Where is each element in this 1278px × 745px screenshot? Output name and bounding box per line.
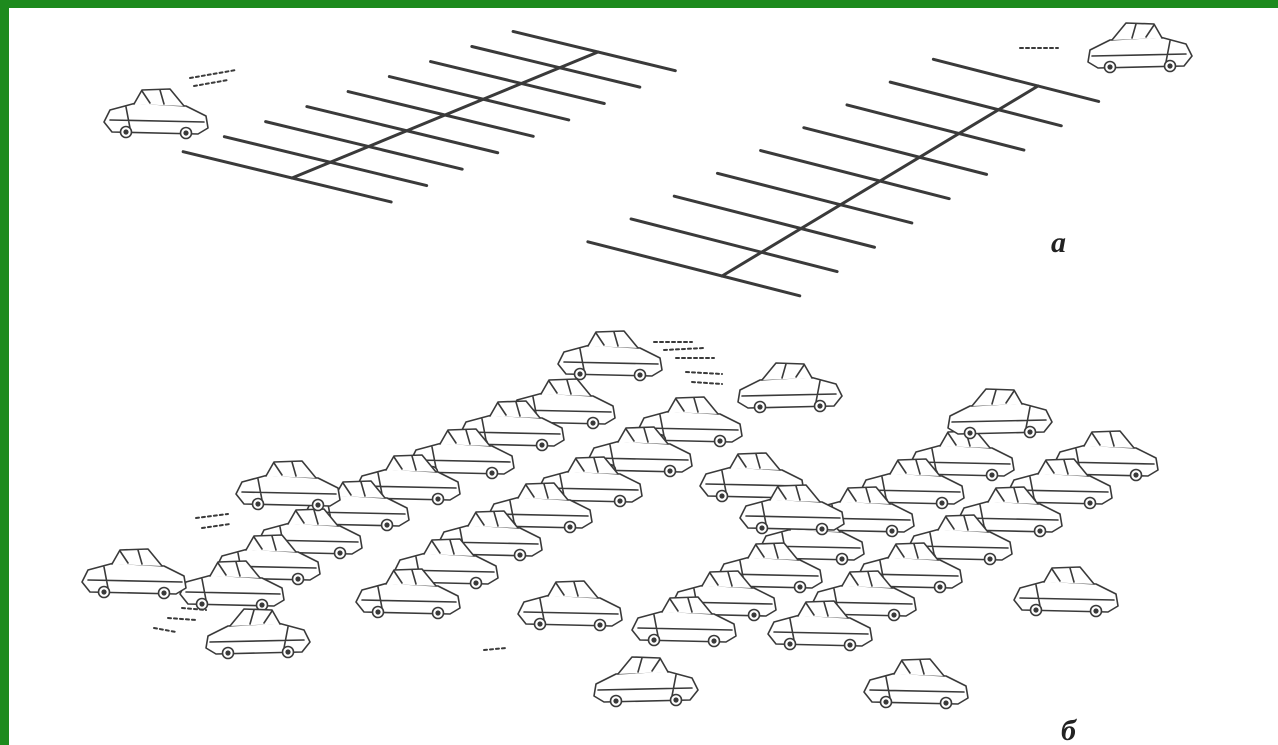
- stall-line: [431, 62, 605, 104]
- left-stall-lot: [183, 31, 675, 201]
- car-icon: [518, 581, 622, 631]
- stall-line: [472, 46, 640, 87]
- cars-layer: [82, 23, 1192, 709]
- motion-dash: [686, 372, 722, 374]
- scheme-label-b: б: [1061, 714, 1076, 745]
- motion-dash: [196, 514, 228, 518]
- stall-line: [348, 92, 533, 137]
- motion-dash: [190, 70, 236, 78]
- car-icon: [236, 461, 340, 511]
- car-icon: [948, 389, 1052, 439]
- motion-dash: [154, 628, 176, 632]
- motion-dash: [194, 80, 228, 86]
- stall-line: [307, 107, 498, 153]
- car-icon: [1088, 23, 1192, 73]
- motion-dash: [692, 382, 722, 384]
- car-icon: [594, 657, 698, 707]
- car-icon: [558, 331, 662, 381]
- stall-line: [389, 77, 568, 120]
- parking-diagram: [9, 8, 1278, 745]
- scheme-label-a: а: [1051, 226, 1066, 260]
- car-icon: [104, 89, 208, 139]
- car-icon: [738, 363, 842, 413]
- stall-line: [933, 59, 1098, 101]
- car-icon: [206, 609, 310, 659]
- motion-dash: [664, 348, 704, 350]
- car-icon: [82, 549, 186, 599]
- motion-dash: [168, 618, 196, 620]
- parking-stall-lines: [183, 31, 1099, 295]
- stall-line: [224, 137, 426, 186]
- motion-dash: [484, 648, 506, 650]
- stall-line: [183, 152, 391, 202]
- stall-line: [266, 122, 463, 170]
- figure-frame: а б: [9, 8, 1278, 745]
- stall-line: [513, 31, 675, 70]
- motion-dash: [202, 524, 230, 528]
- car-icon: [864, 659, 968, 709]
- car-icon: [1014, 567, 1118, 617]
- right-stall-lot: [588, 59, 1099, 296]
